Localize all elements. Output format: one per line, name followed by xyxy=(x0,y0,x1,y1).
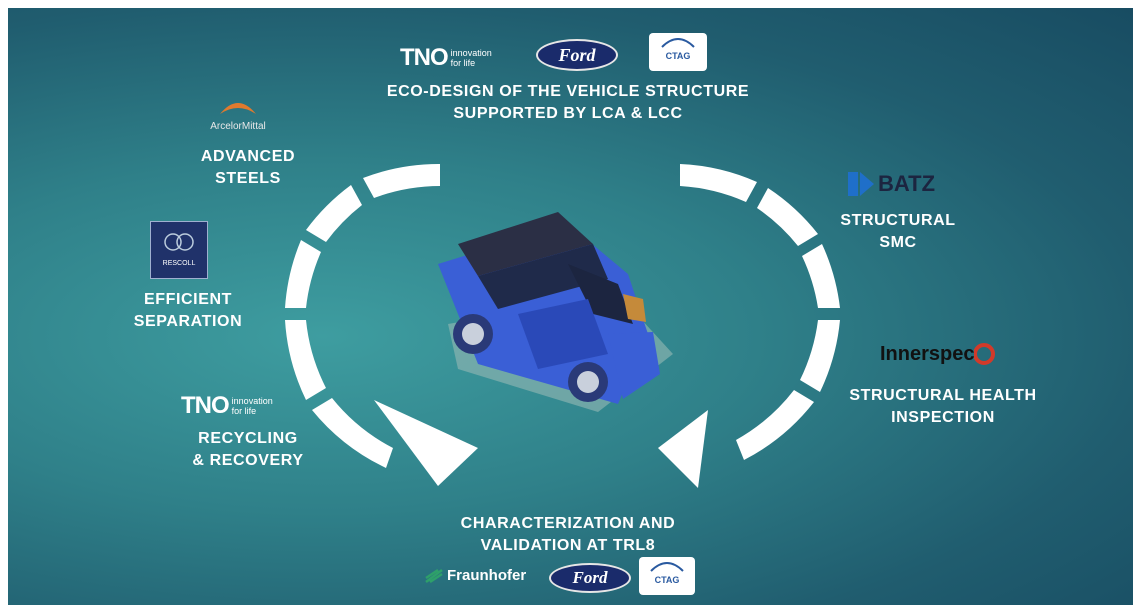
arcelormittal-logo: ArcelorMittal xyxy=(198,96,278,132)
label-line: SEPARATION xyxy=(133,313,243,330)
label-line: ADVANCED xyxy=(200,148,296,165)
ctag-logo-top: CTAG xyxy=(649,33,707,71)
arcelormittal-mark-icon xyxy=(220,103,256,114)
label-line: ECO-DESIGN OF THE VEHICLE STRUCTURE xyxy=(386,83,750,100)
arc-segment-2 xyxy=(306,185,362,242)
fraunhofer-wordmark: Fraunhofer xyxy=(447,567,527,584)
arc-segment-4 xyxy=(285,320,326,400)
arc-segment-10 xyxy=(736,390,814,460)
batz-wordmark: BATZ xyxy=(878,171,936,196)
innerspec-ring-icon xyxy=(974,343,996,365)
fraunhofer-mark-icon xyxy=(425,568,443,583)
label-line: VALIDATION AT TRL8 xyxy=(480,537,656,554)
rescoll-emblem-icon xyxy=(164,233,194,251)
tno-tagline: innovation xyxy=(231,396,273,406)
vehicle-structure-illustration xyxy=(438,212,673,412)
arc-segment-9 xyxy=(800,320,840,392)
tno-tagline: for life xyxy=(450,58,476,68)
label-line: STRUCTURAL HEALTH xyxy=(849,387,1037,404)
label-line: CHARACTERIZATION AND xyxy=(460,515,676,532)
label-structural-health: STRUCTURAL HEALTH INSPECTION xyxy=(808,385,1078,429)
ford-logo-bottom: Ford xyxy=(549,563,631,593)
label-line: STRUCTURAL xyxy=(840,212,956,229)
innerspec-wordmark: Innerspec xyxy=(880,342,975,365)
ctag-wordmark: CTAG xyxy=(654,575,680,585)
tno-wordmark: TNO xyxy=(181,392,230,419)
innerspec-logo: Innerspec xyxy=(880,342,998,366)
label-line: SUPPORTED BY LCA & LCC xyxy=(453,105,683,122)
label-line: & RECOVERY xyxy=(192,452,304,469)
arc-segment-5 xyxy=(312,398,393,468)
fraunhofer-logo: Fraunhofer xyxy=(424,567,526,584)
arc-segment-8 xyxy=(802,244,840,308)
label-structural-smc: STRUCTURAL SMC xyxy=(828,210,968,254)
arrow-head-left xyxy=(374,400,478,486)
cycle-arrows xyxy=(285,163,840,488)
rescoll-logo: RESCOLL xyxy=(150,221,208,279)
label-line: INSPECTION xyxy=(891,409,995,426)
label-eco-design: ECO-DESIGN OF THE VEHICLE STRUCTURE SUPP… xyxy=(338,81,798,125)
label-line: EFFICIENT xyxy=(143,291,233,308)
label-recycling-recovery: RECYCLING & RECOVERY xyxy=(158,428,338,472)
tno-tagline: for life xyxy=(231,406,257,416)
ctag-car-icon xyxy=(650,562,684,572)
batz-mark-icon xyxy=(848,172,874,196)
label-efficient-separation: EFFICIENT SEPARATION xyxy=(108,289,268,333)
ctag-wordmark: CTAG xyxy=(665,51,691,61)
label-line: RECYCLING xyxy=(198,430,298,447)
arc-segment-3 xyxy=(285,240,321,308)
arrow-head-right xyxy=(658,410,708,488)
ctag-car-icon xyxy=(661,38,695,48)
label-line: SMC xyxy=(879,234,917,251)
tno-tagline: innovation xyxy=(450,48,492,58)
label-line: STEELS xyxy=(215,170,281,187)
rescoll-wordmark: RESCOLL xyxy=(162,260,196,267)
arcelormittal-wordmark: ArcelorMittal xyxy=(210,121,266,132)
arc-segment-6 xyxy=(680,164,757,202)
arc-segment-7 xyxy=(757,188,818,246)
ford-logo-top: Ford xyxy=(536,39,618,71)
arc-segment-1 xyxy=(363,163,440,198)
label-characterization: CHARACTERIZATION AND VALIDATION AT TRL8 xyxy=(408,513,728,557)
tno-wordmark: TNO xyxy=(400,44,449,71)
batz-logo: BATZ xyxy=(846,170,935,198)
label-advanced-steels: ADVANCED STEELS xyxy=(168,146,328,190)
ctag-logo-bottom: CTAG xyxy=(639,557,695,595)
